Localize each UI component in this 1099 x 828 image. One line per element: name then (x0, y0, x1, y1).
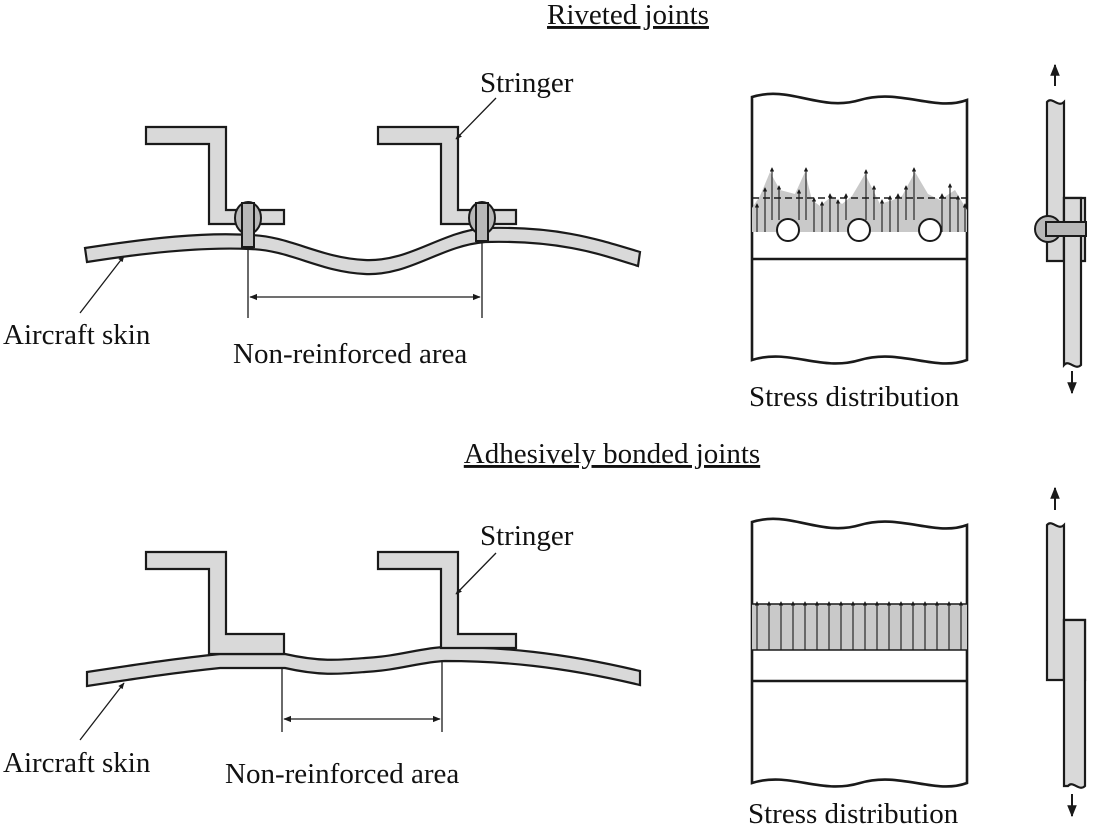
area-label-bottom: Non-reinforced area (225, 758, 459, 790)
riveted-joints-title: Riveted joints (547, 0, 709, 31)
riveted-aircraft-skin (83, 226, 642, 276)
skin-label-bottom: Aircraft skin (3, 747, 151, 779)
bonded-stringer-right (376, 550, 518, 650)
skin-label-top: Aircraft skin (3, 319, 151, 351)
riveted-stringer-right (376, 125, 518, 226)
bonded-stringer-left (144, 550, 286, 656)
stringer-label-bottom: Stringer (480, 520, 574, 552)
bonded-side-view (1045, 486, 1087, 818)
rivet-left (234, 201, 262, 248)
area-label-top: Non-reinforced area (233, 338, 467, 370)
riveted-stringer-left (144, 125, 286, 226)
rivet-right (468, 201, 496, 242)
skin-leader-top (79, 255, 125, 314)
bonded-aircraft-skin (85, 645, 642, 688)
riveted-area-dimension (247, 241, 483, 318)
skin-leader-bottom (79, 682, 125, 741)
stress-label-bottom: Stress distribution (748, 798, 959, 828)
riveted-stress-panel (750, 92, 969, 365)
bonded-joints-title: Adhesively bonded joints (464, 438, 760, 470)
stress-label-top: Stress distribution (749, 381, 960, 413)
stringer-leader-top (455, 97, 497, 140)
bonded-area-dimension (281, 661, 443, 732)
stringer-label-top: Stringer (480, 67, 574, 99)
stringer-leader-bottom (455, 552, 497, 595)
bonded-stress-panel (750, 517, 969, 788)
riveted-side-view (1034, 63, 1087, 395)
